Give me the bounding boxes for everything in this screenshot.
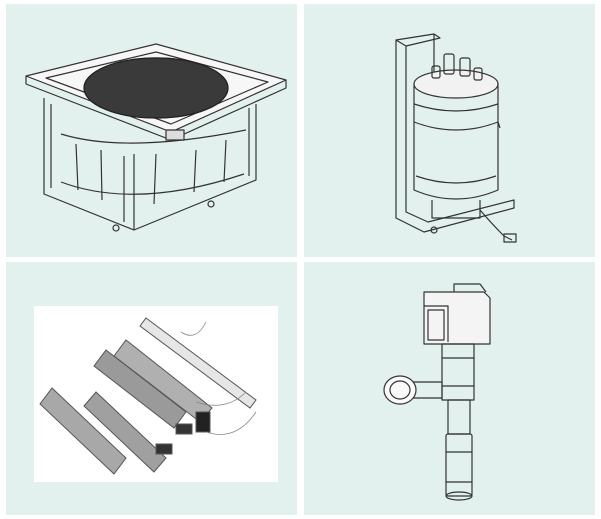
electric-heaters-tile[interactable] [6, 262, 297, 515]
electric-heater-elements-icon [34, 306, 278, 482]
steam-humidifier-cylinder-icon [395, 33, 517, 243]
centrifugal-fan-assembly-icon [25, 43, 287, 232]
electronic-expansion-valve-icon [383, 283, 491, 501]
fan-unit-tile[interactable] [6, 4, 297, 257]
product-image-grid [6, 4, 595, 515]
humidifier-cylinder-tile[interactable] [304, 4, 595, 257]
expansion-valve-tile[interactable] [304, 262, 595, 515]
